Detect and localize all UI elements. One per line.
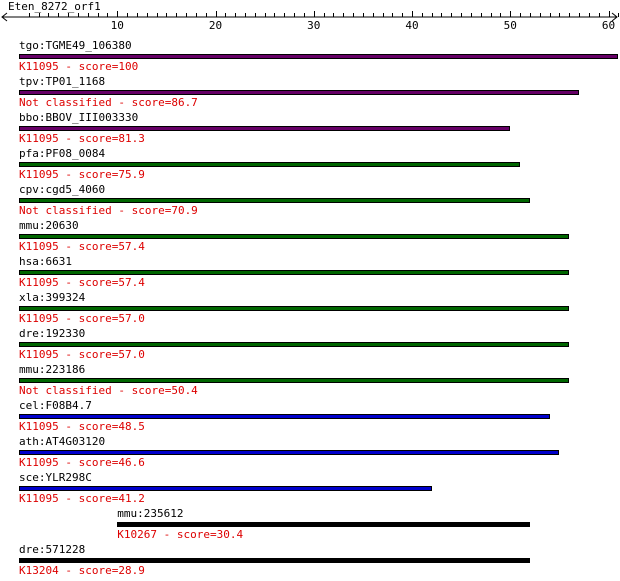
hit-bar[interactable]: [19, 486, 432, 491]
ruler-left-arrow-icon: [1, 12, 8, 22]
hit-name-link[interactable]: hsa:6631: [19, 255, 72, 268]
tick-label: 40: [405, 19, 419, 32]
hit-name-link[interactable]: tpv:TP01_1168: [19, 75, 106, 88]
hit-score: K13204 - score=28.9: [19, 564, 145, 577]
hit-name-link[interactable]: tgo:TGME49_106380: [19, 39, 132, 52]
hit-bar[interactable]: [19, 414, 550, 419]
hit-score: K11095 - score=57.0: [19, 348, 145, 361]
tick-label: 20: [208, 19, 223, 32]
hit-name-link[interactable]: bbo:BBOV_III003330: [19, 111, 139, 124]
hit-bar[interactable]: [19, 378, 570, 383]
hit-bar[interactable]: [19, 90, 580, 95]
query-title: Eten_8272_orf1: [8, 0, 101, 13]
hit-name-link[interactable]: xla:399324: [19, 291, 86, 304]
hit-score: K11095 - score=57.4: [19, 240, 145, 253]
hit-bar[interactable]: [19, 162, 521, 167]
tick-label: 60: [601, 19, 616, 32]
tick-label: 30: [307, 19, 321, 32]
hit-score: K11095 - score=46.6: [19, 456, 145, 469]
hit-bar[interactable]: [117, 522, 530, 527]
hit-bar[interactable]: [19, 54, 619, 59]
hit-bar[interactable]: [19, 342, 570, 347]
tick-label: 10: [110, 19, 124, 32]
hit-bar[interactable]: [19, 558, 530, 563]
hit-score: Not classified - score=86.7: [19, 96, 198, 109]
hit-name-link[interactable]: mmu:223186: [19, 363, 86, 376]
tick-label: 50: [503, 19, 517, 32]
hit-bar[interactable]: [19, 270, 570, 275]
hit-name-link[interactable]: dre:571228: [19, 543, 86, 556]
hit-score: K11095 - score=100: [19, 60, 139, 73]
hit-score: K11095 - score=57.4: [19, 276, 145, 289]
hit-bar[interactable]: [19, 234, 570, 239]
hit-score: K11095 - score=57.0: [19, 312, 145, 325]
hit-score: Not classified - score=50.4: [19, 384, 198, 397]
hit-name-link[interactable]: cpv:cgd5_4060: [19, 183, 106, 196]
hit-name-link[interactable]: mmu:235612: [117, 507, 184, 520]
hit-score: K11095 - score=81.3: [19, 132, 145, 145]
hit-name-link[interactable]: cel:F08B4.7: [19, 399, 92, 412]
hit-score: K11095 - score=75.9: [19, 168, 145, 181]
hit-name-link[interactable]: dre:192330: [19, 327, 86, 340]
hit-name-link[interactable]: pfa:PF08_0084: [19, 147, 106, 160]
hit-score: K11095 - score=41.2: [19, 492, 145, 505]
hit-score: K11095 - score=48.5: [19, 420, 145, 433]
hit-bar[interactable]: [19, 198, 530, 203]
hit-bar[interactable]: [19, 450, 560, 455]
ruler-axis: [1, 11, 619, 22]
hit-name-link[interactable]: mmu:20630: [19, 219, 79, 232]
ruler: Eten_8272_orf1 10 20 30 40 50 60: [0, 0, 620, 32]
ruler-right-arrow-icon: [611, 12, 618, 22]
hit-name-link[interactable]: ath:AT4G03120: [19, 435, 106, 448]
hit-bar[interactable]: [19, 306, 570, 311]
hit-score: Not classified - score=70.9: [19, 204, 198, 217]
hit-bar[interactable]: [19, 126, 511, 131]
hit-name-link[interactable]: sce:YLR298C: [19, 471, 92, 484]
hit-score: K10267 - score=30.4: [117, 528, 244, 541]
